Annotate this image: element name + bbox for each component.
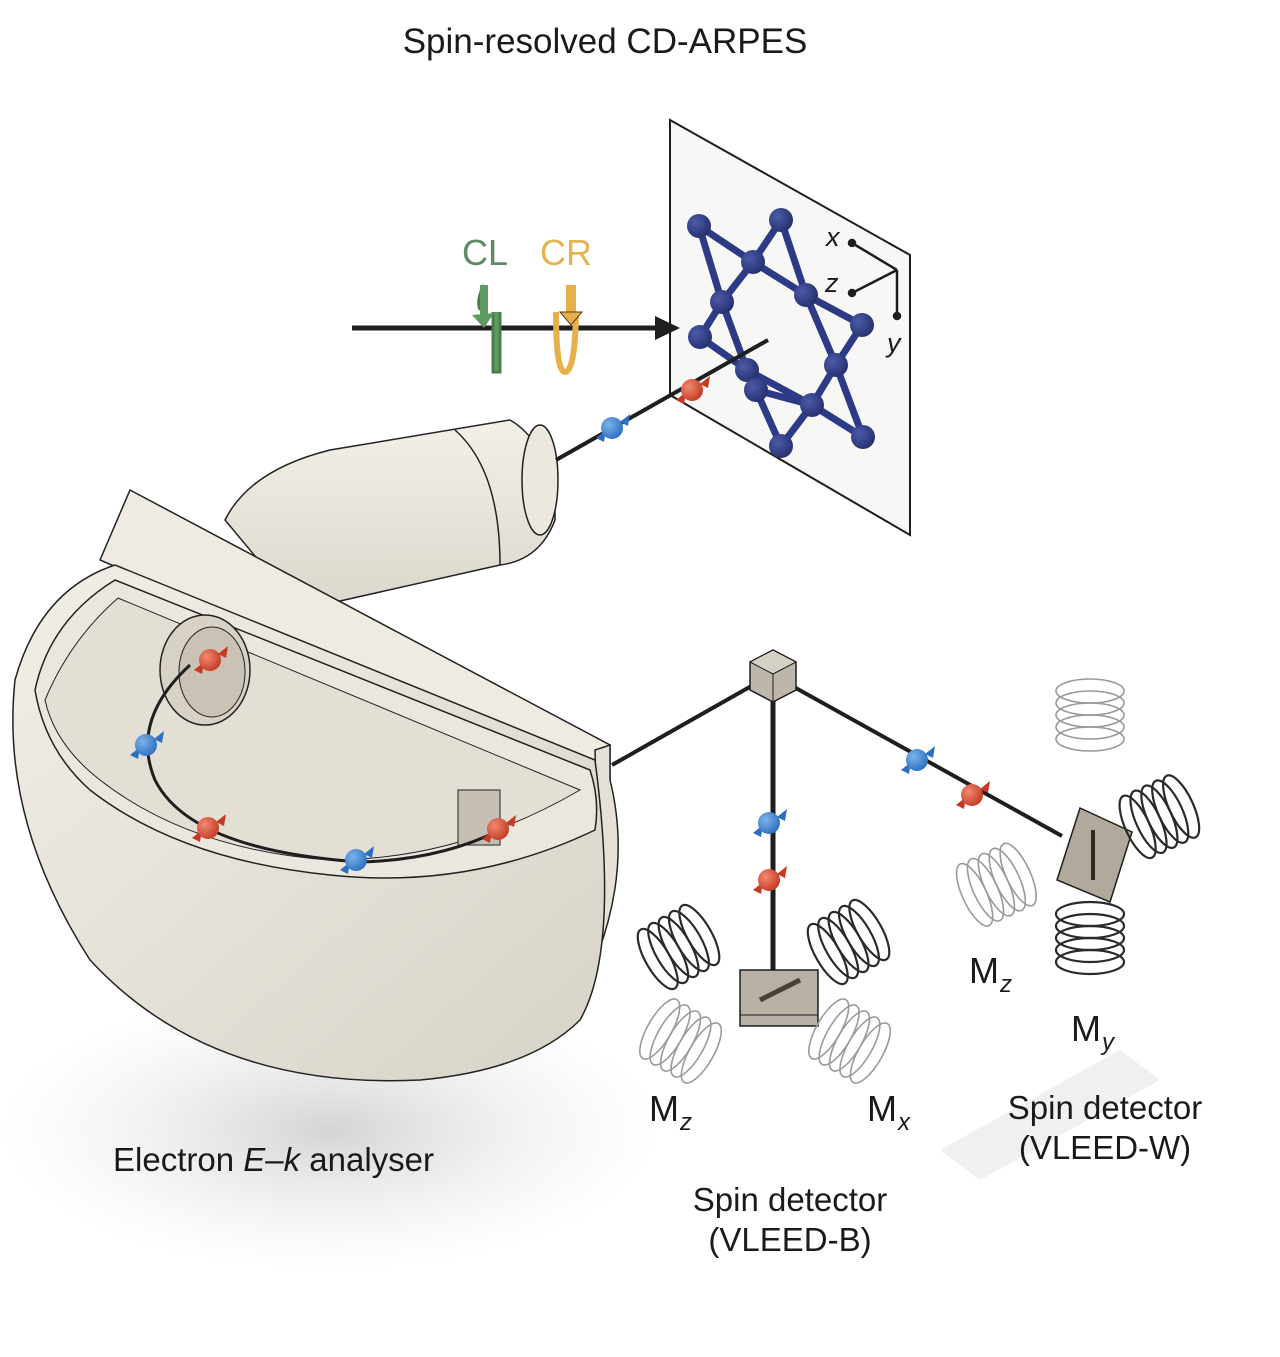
lattice-atom: [800, 393, 824, 417]
spin-down-electron: [956, 781, 990, 809]
vleed-w-name: Spin detector: [1007, 1089, 1203, 1126]
lattice-bond: [832, 363, 867, 439]
spin-up-electron: [901, 746, 935, 774]
coil-label-mz-w: Mz: [969, 950, 1012, 998]
coil-label-mz-b: Mz: [649, 1088, 692, 1136]
spin-up-electron: [753, 809, 787, 837]
photoelectron-path: [555, 338, 769, 462]
coil-icon-my-w-top: [1055, 678, 1125, 752]
cl-polarization-icon: [472, 284, 502, 374]
detector-shadow: [940, 1050, 1160, 1180]
vleed-b-label: Spin detector (VLEED-B): [640, 1180, 940, 1260]
photon-beam: [352, 316, 680, 340]
lattice-bond: [718, 300, 751, 372]
vleed-w-type: (VLEED-W): [1018, 1129, 1192, 1166]
axis-x-label: x: [826, 222, 840, 252]
lattice-atom: [741, 250, 765, 274]
lattice-atom: [688, 325, 712, 349]
lattice-atom: [769, 434, 793, 458]
electron-trajectory-arc: [146, 663, 501, 864]
coil-icon-mz-b-top: [636, 903, 721, 991]
lattice-atom: [744, 378, 768, 402]
cr-label: CR: [540, 232, 592, 273]
coil-icon-w-right: [1118, 774, 1201, 860]
lattice-atom: [794, 283, 818, 307]
spin-down-electron: [676, 376, 710, 404]
cl-label: CL: [462, 232, 509, 273]
axis-y-label: y: [887, 328, 901, 358]
lattice-bond: [777, 218, 810, 297]
lattice-atom: [824, 353, 848, 377]
spin-up-electron: [130, 731, 164, 759]
spin-down-electron: [192, 814, 226, 842]
lattice-atom: [851, 425, 875, 449]
vleed-w-label: Spin detector (VLEED-W): [960, 1088, 1250, 1168]
cr-polarization-icon: [553, 285, 584, 376]
lattice-atom: [687, 214, 711, 238]
figure-title: Spin-resolved CD-ARPES: [402, 22, 808, 61]
spin-down-electron: [753, 866, 787, 894]
axis-z-label: z: [825, 268, 839, 298]
spin-down-electron: [482, 815, 516, 843]
vleed-b-target: [739, 969, 819, 1027]
kagome-lattice: [687, 208, 875, 458]
coil-icon-mx-b-bottom: [808, 998, 892, 1084]
vleed-w-target: [1056, 806, 1133, 904]
lattice-atom: [850, 313, 874, 337]
vleed-b-type: (VLEED-B): [708, 1221, 872, 1258]
spin-up-electron: [340, 846, 374, 874]
lattice-bond: [802, 293, 840, 367]
coil-icon-mz-w: [955, 842, 1037, 927]
coil-label-mx-b: Mx: [867, 1088, 910, 1136]
spin-up-electron: [596, 414, 630, 442]
coordinate-axes: [847, 238, 902, 321]
coil-icon-mx-b-top: [806, 898, 891, 986]
coil-icon-my-w-bottom: [1054, 900, 1126, 976]
lattice-atom: [735, 358, 759, 382]
lattice-bond: [695, 224, 726, 304]
spin-down-electron: [194, 646, 228, 674]
vleed-b-name: Spin detector: [692, 1181, 888, 1218]
lattice-atom: [710, 290, 734, 314]
analyser-lens-cylinder: [224, 419, 559, 611]
lattice-bond: [745, 366, 814, 409]
lattice-atom: [769, 208, 793, 232]
coil-label-my-w: My: [1071, 1008, 1114, 1056]
spin-rotator-cube: [611, 649, 1063, 990]
analyser-label: Electron E–k analyser: [113, 1141, 435, 1178]
coil-icon-mz-b-bottom: [639, 998, 723, 1084]
analyser-hemisphere: [12, 564, 606, 1082]
